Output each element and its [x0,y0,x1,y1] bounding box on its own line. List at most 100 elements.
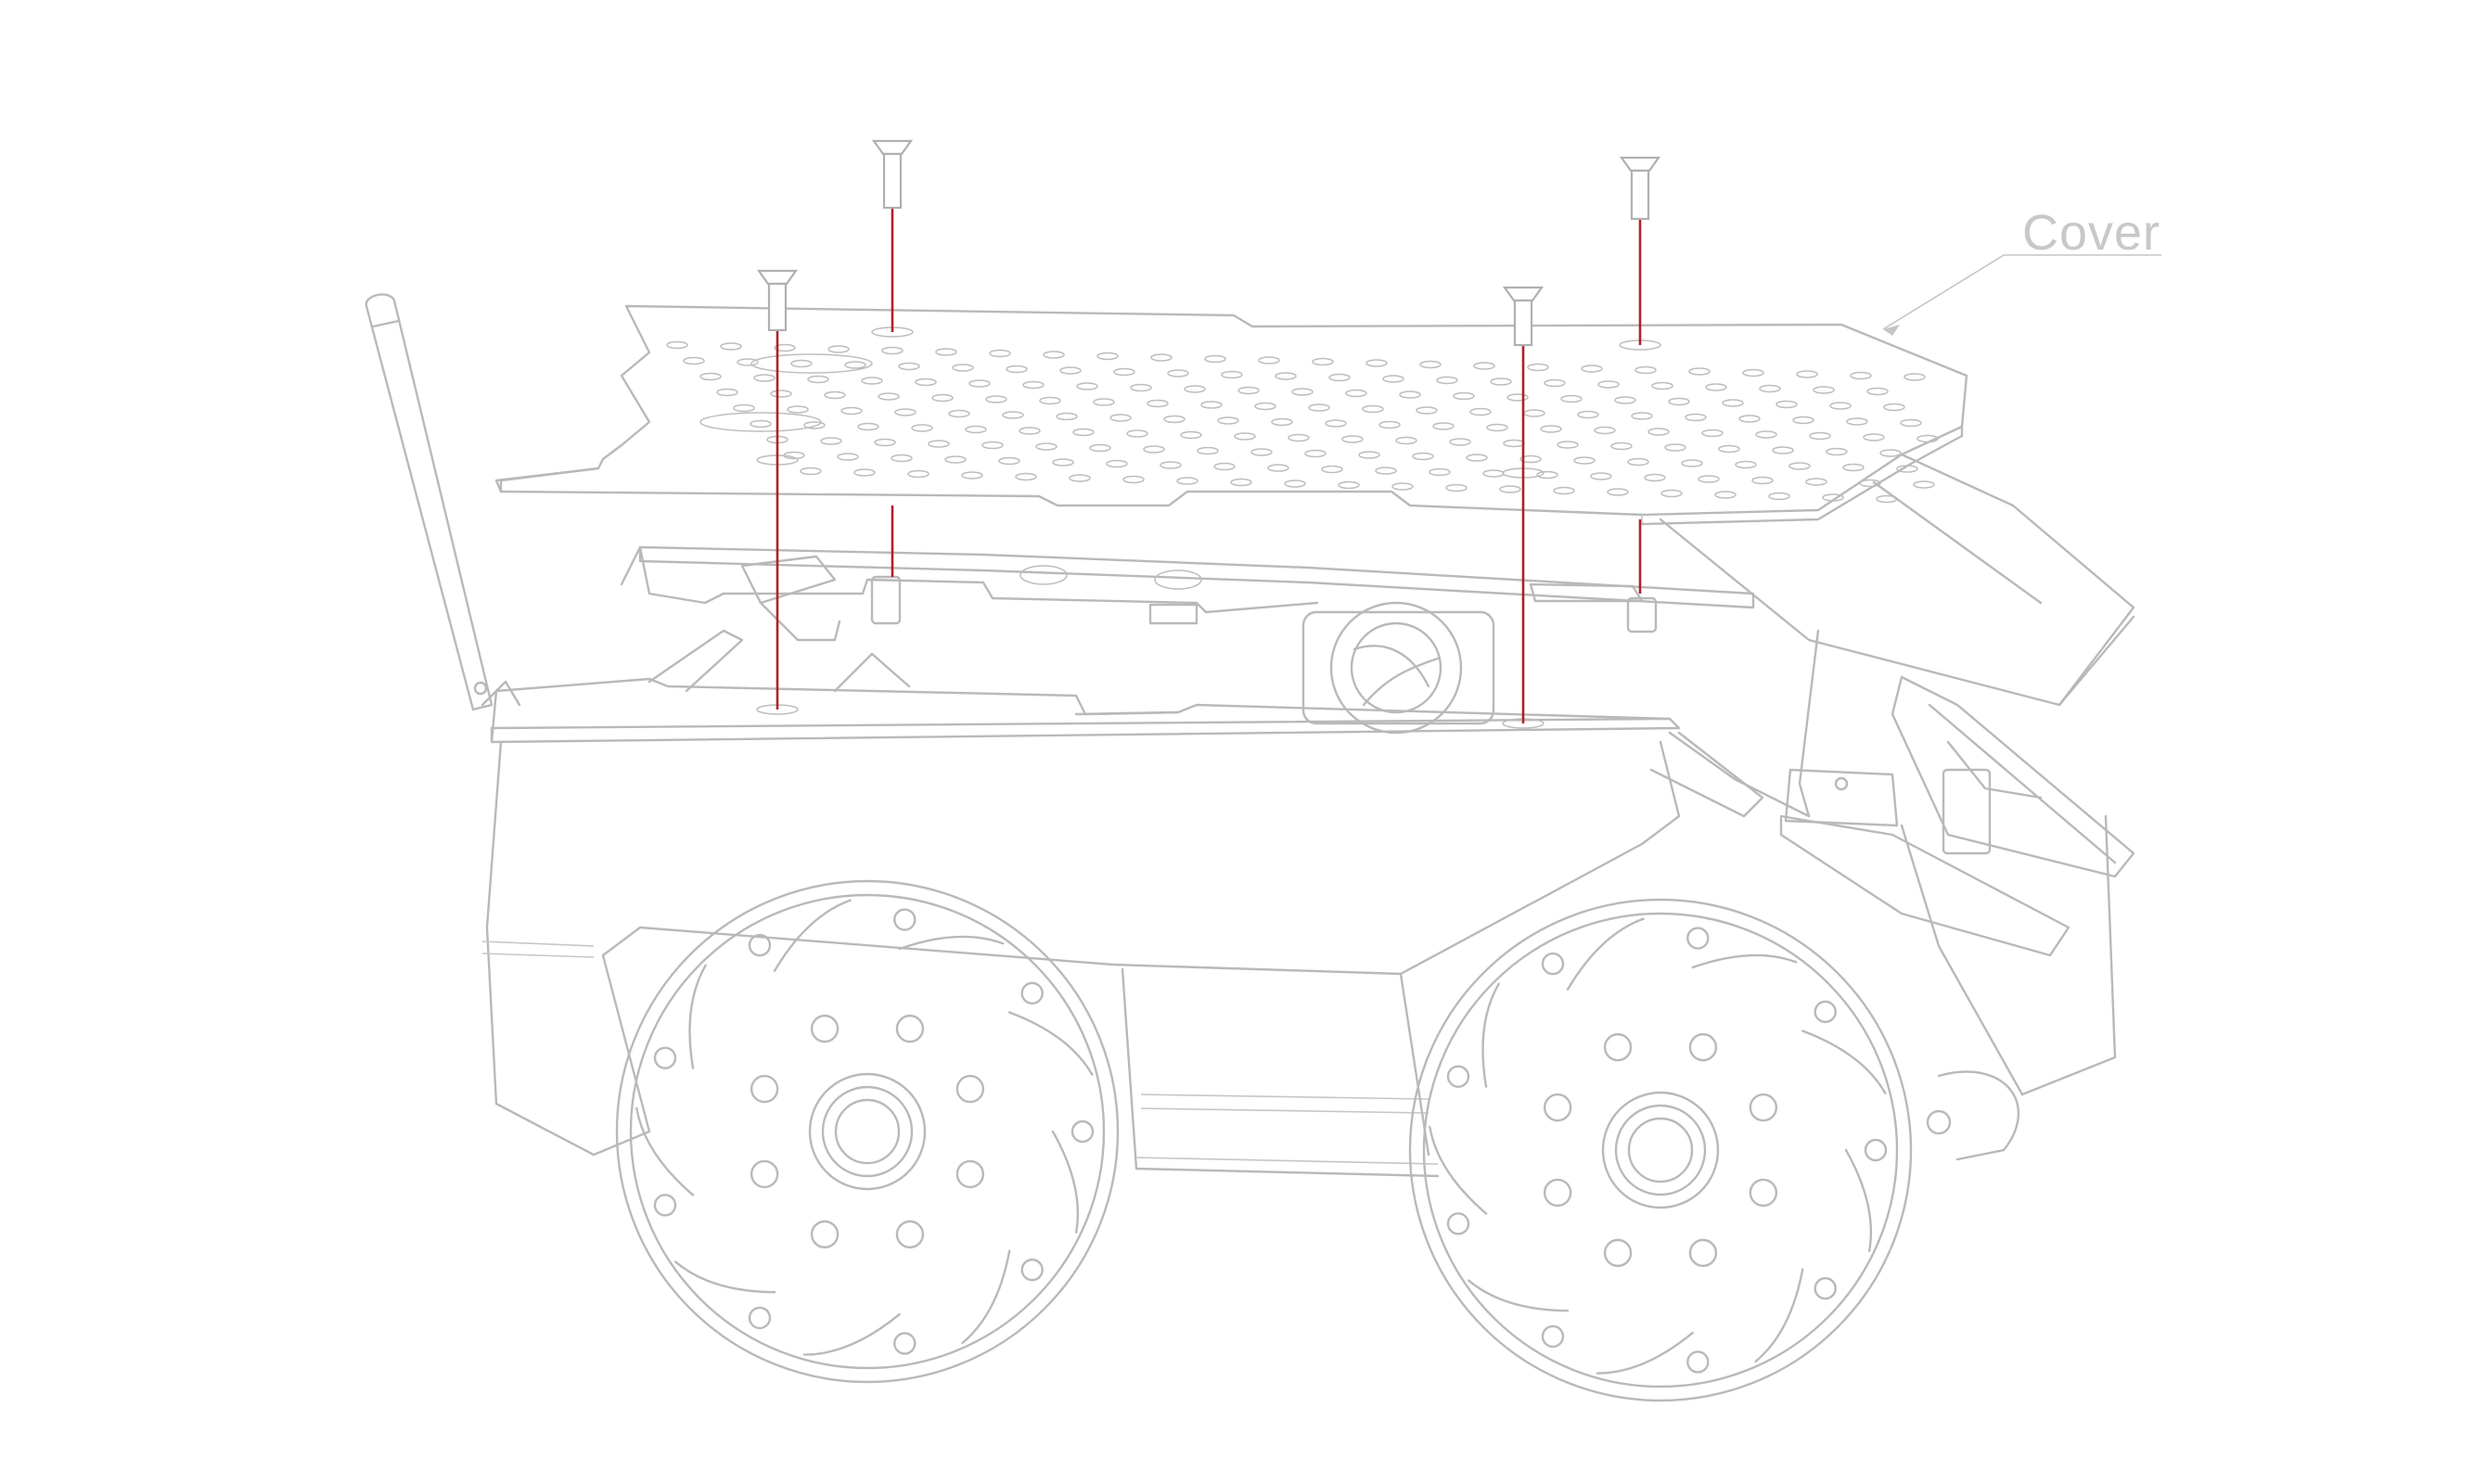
roller-nut [748,933,772,957]
cover-hole [952,364,974,372]
cover-hole [1052,458,1074,467]
rear-panel [1659,453,2135,707]
cover-hole [1130,383,1152,392]
wheel-bolt [750,1159,779,1189]
cover-hole [1544,378,1566,388]
cover-hole [1180,430,1202,440]
cover-hole [1863,433,1885,441]
cover-hole [666,340,688,350]
cover-hole [1291,388,1314,396]
cover-hole [1015,472,1037,481]
roller-nut [1070,1119,1095,1144]
cover-hole [1113,367,1135,377]
cover-hole [1660,489,1683,498]
wheel-roller [674,1260,776,1294]
wheel-bolt [750,1074,779,1104]
cover-hole [1250,448,1273,456]
screw-3 [1619,156,1661,221]
cover-hole [1288,433,1310,442]
cover-leader-line [1882,254,2161,336]
cover-hole [891,454,913,463]
cover-hole [1842,463,1865,472]
cover-hole [1573,456,1596,465]
wheel-bolt [1603,1238,1633,1268]
cover-hole [1883,403,1905,412]
cover-hole [1755,430,1777,439]
cover-hole [989,349,1011,358]
cover-hole [1788,462,1811,470]
wheel-bolt [1543,1178,1572,1208]
cover-hole [857,422,879,431]
cover-hole [1829,402,1852,410]
wheel-roller [898,935,1005,951]
roller-nut [1814,1276,1837,1300]
wheel-bolt [955,1074,985,1104]
cover-hole [753,374,776,382]
cover-hole [1160,461,1182,469]
roller-nut [1541,1324,1565,1349]
cover-hole [1792,416,1814,425]
wheel-roller [1566,917,1645,991]
roller-nut [1814,1000,1837,1024]
cover-hole [1217,416,1239,425]
mecanum-wheel-left [615,879,1120,1384]
cover-hole [1473,362,1495,370]
wheel-bolt [810,1220,840,1249]
mecanum-wheel-right [1408,898,1913,1402]
wheel-roller [1754,1268,1804,1363]
fan [1301,601,1495,735]
cover-hole [844,361,866,369]
cover-hole [803,421,826,429]
cover-hole [1698,475,1720,483]
cover-hole [774,343,796,352]
cover-hole [720,342,742,351]
cover-hole [1002,411,1024,419]
cover-hole [1106,459,1128,468]
roller-nut [893,908,917,931]
cover-hole [1540,425,1562,433]
wheel-roller [688,964,707,1069]
cover-hole [1557,441,1579,449]
cover-hole [1627,457,1649,467]
cover-hole [1445,483,1468,493]
cover-hole [1412,452,1434,461]
cover-hole [1230,478,1252,487]
screws [756,139,1661,347]
cover-hole [1089,443,1111,453]
cover-hole [1536,470,1558,480]
cover-hole [699,372,722,381]
cover-hole [716,388,738,397]
cover-hole [1718,444,1740,454]
cover-hole [827,345,850,353]
cover-hole [1258,356,1280,365]
chassis-body [481,629,2117,1178]
cover-hole [1076,382,1098,390]
cover-hole [915,377,937,387]
wheel-roller [635,1107,695,1196]
cover-hole [1916,434,1939,443]
cover-hole [750,419,772,429]
cover-hole [1399,390,1421,399]
cover-hole [1651,381,1673,390]
wheel-bolt [1688,1238,1718,1268]
cover-hole [928,440,950,448]
wheel-roller [773,899,852,972]
cover-hole [935,348,957,356]
cover-hole [1866,387,1889,396]
cover-hole [1375,467,1397,475]
cover-hole [1096,352,1119,361]
cover-hole [1768,492,1790,501]
cover-hole [1221,370,1243,379]
cover-hole [1176,477,1199,485]
electronics-board [620,545,1755,642]
cover-hole [820,437,842,445]
cover-hole [1685,413,1707,422]
cover-hole [1486,423,1508,432]
roller-nut [1541,952,1565,976]
antenna [365,293,521,711]
wheel-roller [1801,1030,1887,1094]
roller-nut [653,1194,677,1217]
cover-hole [1200,401,1223,409]
cover-hole [998,456,1020,466]
cover-hole [1275,372,1297,380]
